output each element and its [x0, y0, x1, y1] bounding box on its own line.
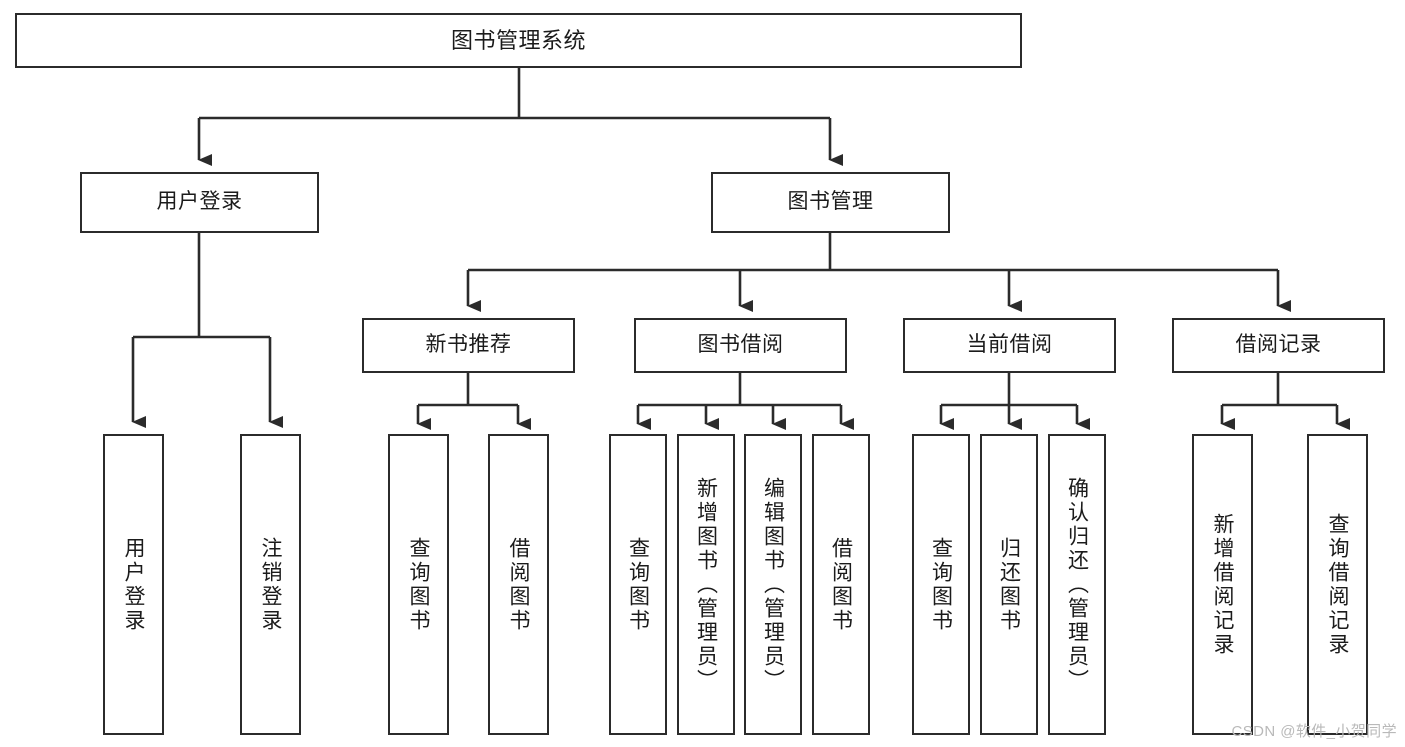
node-new-book-recommend[interactable]: 新书推荐 — [362, 318, 575, 373]
leaf-borrow-edit-book-label: 编辑图书（管理员） — [761, 476, 785, 693]
node-current-borrow-label: 当前借阅 — [966, 333, 1053, 357]
node-book-borrow[interactable]: 图书借阅 — [634, 318, 847, 373]
leaf-new-book-query-label: 查询图书 — [407, 536, 430, 633]
leaf-current-return-book[interactable]: 归还图书 — [980, 434, 1038, 735]
leaf-records-query-label: 查询借阅记录 — [1326, 512, 1349, 657]
leaf-current-confirm-return[interactable]: 确认归还（管理员） — [1048, 434, 1106, 735]
node-current-borrow[interactable]: 当前借阅 — [903, 318, 1116, 373]
leaf-new-book-borrow-label: 借阅图书 — [507, 536, 530, 633]
leaf-borrow-borrow-book-label: 借阅图书 — [829, 536, 853, 633]
leaf-current-return-book-label: 归还图书 — [997, 536, 1021, 633]
node-new-book-recommend-label: 新书推荐 — [425, 333, 512, 357]
leaf-records-query[interactable]: 查询借阅记录 — [1307, 434, 1368, 735]
leaf-borrow-add-book[interactable]: 新增图书（管理员） — [677, 434, 735, 735]
leaf-borrow-query-book-label: 查询图书 — [626, 536, 650, 633]
leaf-borrow-add-book-label: 新增图书（管理员） — [694, 476, 718, 693]
leaf-user-login-login-label: 用户登录 — [122, 536, 145, 633]
leaf-new-book-query[interactable]: 查询图书 — [388, 434, 449, 735]
leaf-current-confirm-return-label: 确认归还（管理员） — [1065, 476, 1089, 693]
node-user-login[interactable]: 用户登录 — [80, 172, 319, 233]
leaf-current-query-book[interactable]: 查询图书 — [912, 434, 970, 735]
leaf-borrow-borrow-book[interactable]: 借阅图书 — [812, 434, 870, 735]
node-user-login-label: 用户登录 — [156, 190, 243, 214]
node-borrow-records[interactable]: 借阅记录 — [1172, 318, 1385, 373]
node-root-label: 图书管理系统 — [450, 27, 586, 53]
node-book-borrow-label: 图书借阅 — [697, 333, 784, 357]
leaf-borrow-query-book[interactable]: 查询图书 — [609, 434, 667, 735]
leaf-records-add[interactable]: 新增借阅记录 — [1192, 434, 1253, 735]
node-book-management-label: 图书管理 — [787, 190, 874, 214]
leaf-new-book-borrow[interactable]: 借阅图书 — [488, 434, 549, 735]
node-book-management[interactable]: 图书管理 — [711, 172, 950, 233]
leaf-current-query-book-label: 查询图书 — [929, 536, 953, 633]
node-borrow-records-label: 借阅记录 — [1235, 333, 1322, 357]
leaf-borrow-edit-book[interactable]: 编辑图书（管理员） — [744, 434, 802, 735]
leaf-user-login-logout[interactable]: 注销登录 — [240, 434, 301, 735]
watermark: CSDN @软件_小贺同学 — [1231, 723, 1397, 740]
node-root[interactable]: 图书管理系统 — [15, 13, 1022, 68]
leaf-records-add-label: 新增借阅记录 — [1211, 512, 1234, 657]
leaf-user-login-logout-label: 注销登录 — [259, 536, 282, 633]
leaf-user-login-login[interactable]: 用户登录 — [103, 434, 164, 735]
